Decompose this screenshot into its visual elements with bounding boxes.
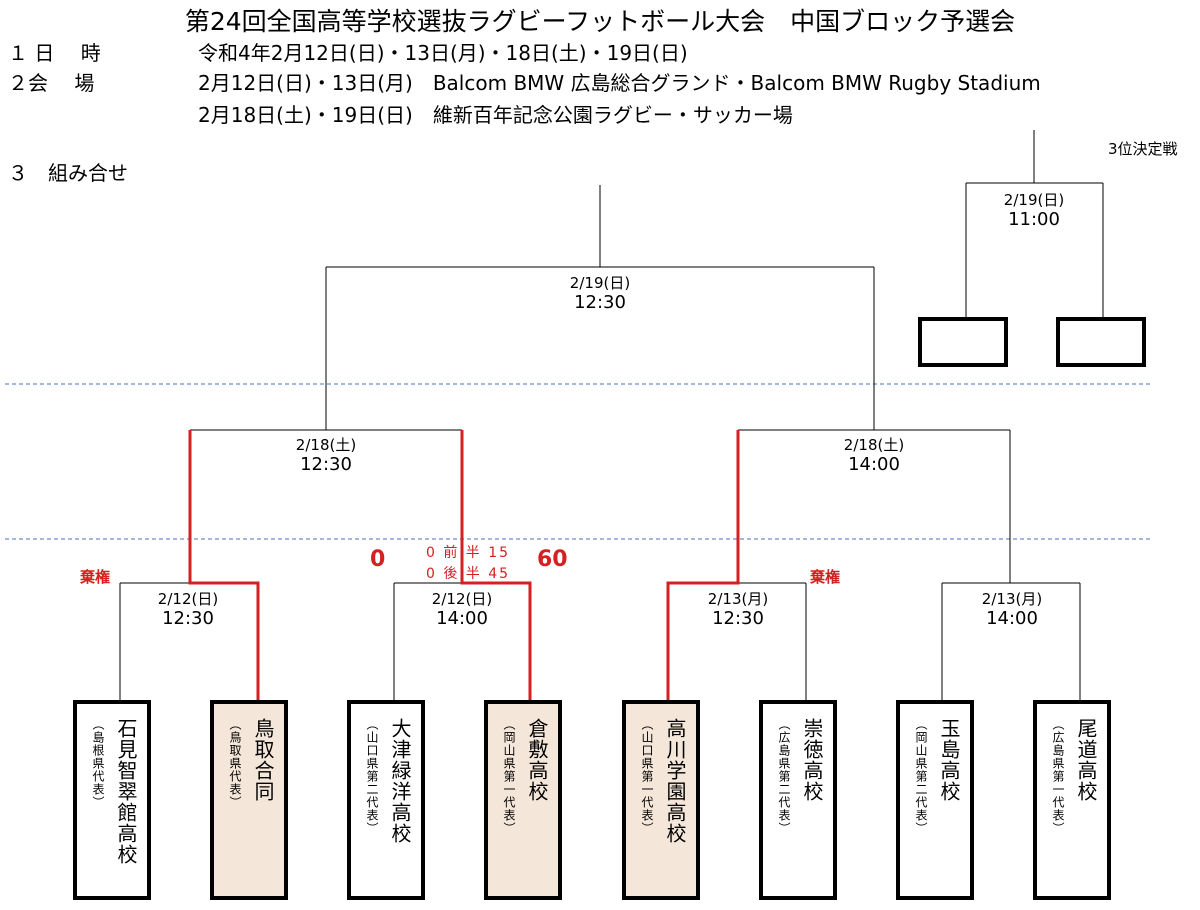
half-score-first: 0 前 半 15 (426, 545, 511, 561)
date-value: 令和4年2月12日(日)・13日(月)・18日(土)・19日(日) (198, 41, 688, 65)
team-prefecture: （広島県第二代表） (777, 718, 791, 835)
team-name: 尾道高校 (1074, 718, 1098, 802)
pairing-label: ３ 組み合せ (8, 161, 128, 185)
team-prefecture: （岡山県第二代表） (914, 718, 928, 835)
team-box-5: 高川学園高校 （山口県第一代表） (622, 700, 700, 900)
team-prefecture: （岡山県第一代表） (502, 718, 516, 835)
team-box-8: 尾道高校 （広島県第一代表） (1033, 700, 1111, 900)
team-name: 鳥取合同 (251, 718, 275, 802)
page-title: 第24回全国高等学校選抜ラグビーフットボール大会 中国ブロック予選会 (184, 7, 1016, 36)
winner-path-takagawa (666, 430, 740, 700)
team-name: 高川学園高校 (663, 718, 687, 844)
team-name: 大津緑洋高校 (388, 718, 412, 844)
round1-match-4-time: 14:00 (986, 608, 1038, 629)
winner-path-tottori (188, 430, 260, 700)
venue-line-1: 2月12日(日)・13日(月) Balcom BMW 広島総合グランド・Balc… (198, 71, 1041, 95)
team-name: 崇徳高校 (800, 718, 824, 802)
venue-label: ２会 場 (8, 71, 95, 95)
winner-path-kurashiki (460, 430, 532, 700)
round1-match-1-label: 2/12(日) 12:30 (128, 589, 248, 629)
semifinal-2-time: 14:00 (848, 454, 900, 475)
third-place-time: 11:00 (1008, 209, 1060, 230)
semifinal-1-label: 2/18(土) 12:30 (266, 435, 386, 475)
third-place-match-label: 2/19(日) 11:00 (974, 190, 1094, 230)
round1-match-2-time: 14:00 (436, 608, 488, 629)
team-name: 玉島高校 (937, 718, 961, 802)
round1-match-4-label: 2/13(月) 14:00 (952, 589, 1072, 629)
round1-match-2-label: 2/12(日) 14:00 (402, 589, 522, 629)
third-place-date: 2/19(日) (1003, 191, 1065, 209)
score-right: 60 (537, 547, 568, 572)
team-prefecture: （鳥取県代表） (228, 718, 242, 809)
team-prefecture: （山口県第一代表） (640, 718, 654, 835)
final-date: 2/19(日) (569, 274, 631, 292)
team-box-3: 大津緑洋高校 （山口県第二代表） (347, 700, 425, 900)
team-name: 倉敷高校 (525, 718, 549, 802)
team-box-2: 鳥取合同 （鳥取県代表） (210, 700, 288, 900)
round1-match-3-date: 2/13(月) (707, 590, 769, 608)
round1-match-2-date: 2/12(日) (431, 590, 493, 608)
half-score-second: 0 後 半 45 (426, 566, 511, 582)
team-prefecture: （島根県代表） (91, 718, 105, 809)
venue-line-2: 2月18日(土)・19日(日) 維新百年記念公園ラグビー・サッカー場 (198, 103, 793, 127)
score-left: 0 (370, 547, 386, 572)
third-place-heading: 3位決定戦 (1108, 140, 1178, 158)
semifinal-1-time: 12:30 (300, 454, 352, 475)
round1-match-3-label: 2/13(月) 12:30 (678, 589, 798, 629)
team-box-7: 玉島高校 （岡山県第二代表） (896, 700, 974, 900)
date-label: １ 日 時 (8, 41, 101, 65)
round1-match-1-date: 2/12(日) (157, 590, 219, 608)
round1-match-1-time: 12:30 (162, 608, 214, 629)
forfeit-note-4: 棄権 (810, 568, 841, 586)
forfeit-note-1: 棄権 (80, 568, 111, 586)
team-name: 石見智翠館高校 (114, 718, 138, 865)
team-box-1: 石見智翠館高校 （島根県代表） (73, 700, 151, 900)
team-prefecture: （広島県第一代表） (1051, 718, 1065, 835)
round1-match-4-date: 2/13(月) (981, 590, 1043, 608)
team-box-6: 崇徳高校 （広島県第二代表） (759, 700, 837, 900)
semifinal-2-date: 2/18(土) (843, 436, 905, 454)
round1-match-3-time: 12:30 (712, 608, 764, 629)
semifinal-1-date: 2/18(土) (295, 436, 357, 454)
third-place-slot-right (1056, 317, 1146, 367)
semifinal-2-label: 2/18(土) 14:00 (814, 435, 934, 475)
third-place-slot-left (918, 317, 1008, 367)
team-box-4: 倉敷高校 （岡山県第一代表） (484, 700, 562, 900)
final-time: 12:30 (574, 292, 626, 313)
final-match-label: 2/19(日) 12:30 (540, 273, 660, 313)
team-prefecture: （山口県第二代表） (365, 718, 379, 835)
